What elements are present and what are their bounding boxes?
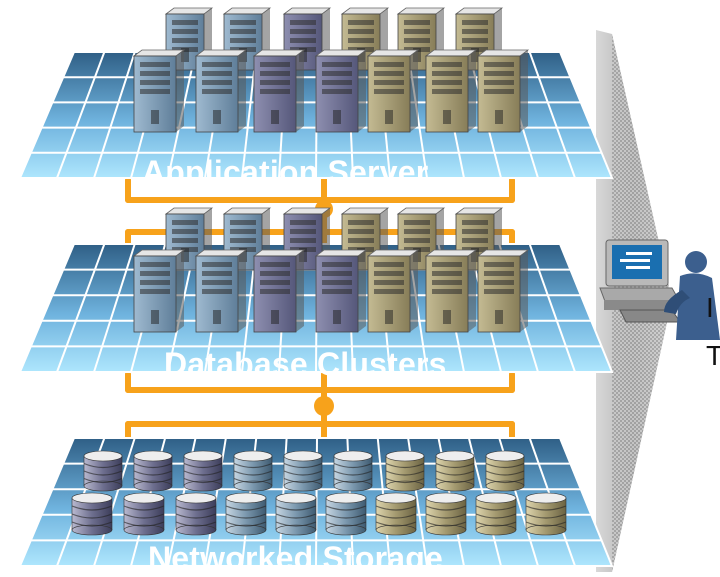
storage-disk-icon	[435, 450, 475, 492]
server-tower-icon	[476, 49, 530, 133]
application-server-label: Application Server	[142, 154, 429, 190]
database-server-group	[132, 207, 530, 333]
server-tower-icon	[424, 249, 478, 333]
storage-disk-icon	[425, 492, 467, 536]
storage-disk-icon	[333, 450, 373, 492]
storage-disk-icon	[83, 450, 123, 492]
server-tower-icon	[252, 49, 306, 133]
server-tower-icon	[252, 249, 306, 333]
server-tower-icon	[314, 49, 368, 133]
server-tower-icon	[132, 249, 186, 333]
storage-disk-icon	[283, 450, 323, 492]
networked-storage-label: Networked Storage	[148, 540, 444, 576]
storage-disk-icon	[123, 492, 165, 536]
server-tower-icon	[194, 49, 248, 133]
server-tower-icon	[314, 249, 368, 333]
storage-disk-icon	[183, 450, 223, 492]
storage-disk-icon	[133, 450, 173, 492]
cropped-text-line-1: I	[706, 292, 714, 323]
server-tower-icon	[424, 49, 478, 133]
server-tower-icon	[132, 49, 186, 133]
storage-disk-icon	[485, 450, 525, 492]
storage-disk-icon	[325, 492, 367, 536]
storage-disk-icon	[175, 492, 217, 536]
user-at-computer-icon	[599, 239, 720, 340]
storage-disk-icon	[385, 450, 425, 492]
server-tower-icon	[194, 249, 248, 333]
storage-disk-icon	[525, 492, 567, 536]
storage-disk-icon	[275, 492, 317, 536]
storage-disk-icon	[233, 450, 273, 492]
storage-disk-icon	[375, 492, 417, 536]
database-clusters-label: Database Clusters	[164, 346, 447, 382]
connector-node-lower	[314, 396, 334, 416]
storage-disk-group	[71, 450, 567, 536]
application-server-group	[132, 7, 530, 133]
storage-disk-icon	[225, 492, 267, 536]
server-tower-icon	[366, 49, 420, 133]
storage-disk-icon	[475, 492, 517, 536]
storage-disk-icon	[71, 492, 113, 536]
server-tower-icon	[366, 249, 420, 333]
server-tower-icon	[476, 249, 530, 333]
cropped-text-line-2: T	[706, 340, 720, 371]
